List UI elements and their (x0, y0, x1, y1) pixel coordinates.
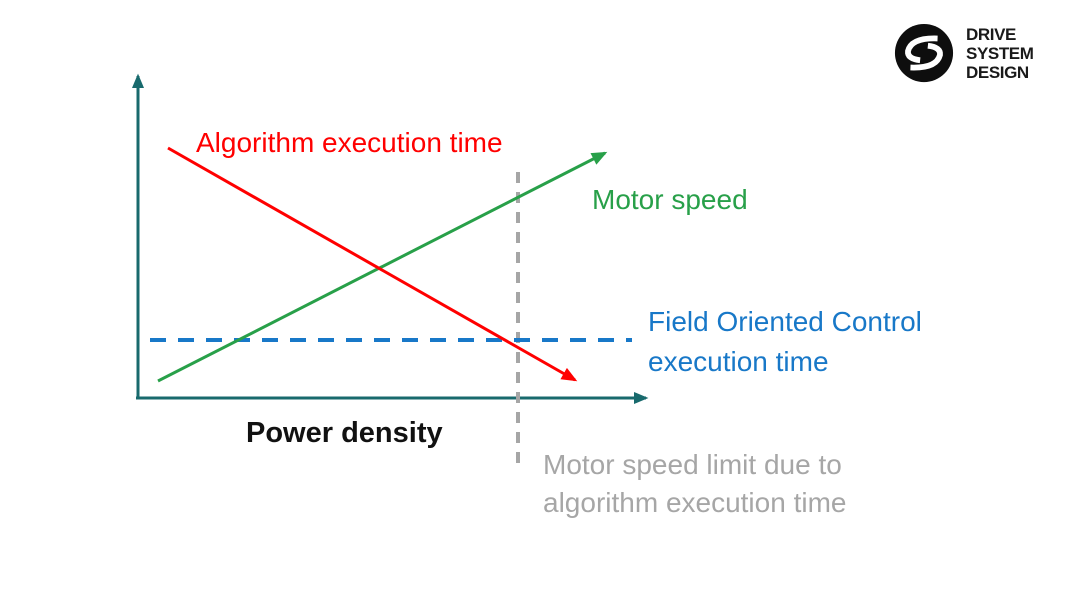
motor-speed-line (157, 151, 608, 383)
company-logo: DRIVE SYSTEM DESIGN (893, 22, 1034, 84)
limit-label-line2: algorithm execution time (543, 487, 847, 518)
logo-word-1: DRIVE (966, 24, 1016, 44)
foc-label-line1: Field Oriented Control (648, 306, 922, 337)
logo-word-3: DESIGN (966, 62, 1029, 82)
algorithm-execution-time-label: Algorithm execution time (196, 127, 503, 158)
foc-label-line2: execution time (648, 346, 829, 377)
algorithm-execution-time-line (167, 146, 578, 382)
motor-speed-label: Motor speed (592, 184, 748, 215)
limit-label-line1: Motor speed limit due to (543, 449, 842, 480)
logo-word-2: SYSTEM (966, 43, 1034, 63)
logo-wordmark: DRIVE SYSTEM DESIGN (966, 25, 1034, 82)
drive-system-design-s-icon (894, 23, 954, 83)
x-axis-title: Power density (246, 417, 443, 449)
motor-speed-limit-label: Motor speed limit due to algorithm execu… (543, 446, 846, 522)
foc-execution-time-label: Field Oriented Control execution time (648, 302, 922, 382)
